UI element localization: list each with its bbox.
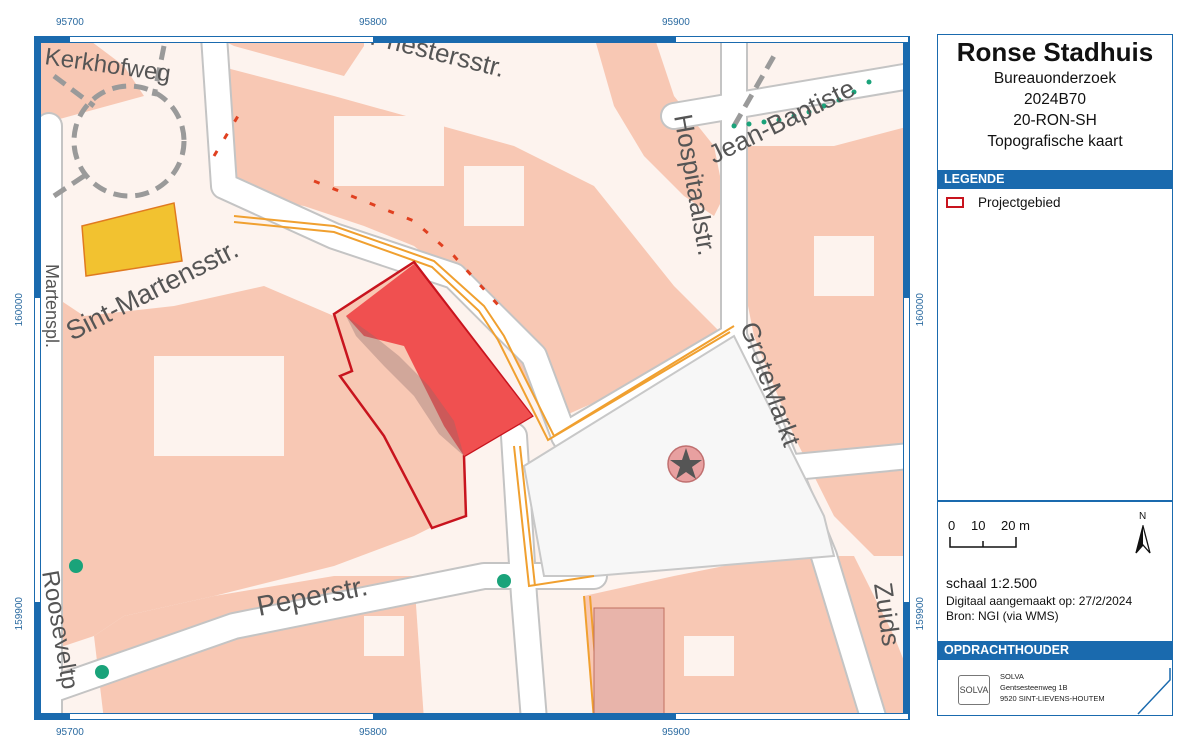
owner-address-1: Gentsesteenweg 1B: [1000, 683, 1068, 692]
owner-address-2: 9520 SINT-LIEVENS-HOUTEM: [1000, 694, 1105, 703]
map-svg: Kerkhofweg Priestersstr. Hospitaalstr. J…: [20, 21, 924, 734]
pink-building: [593, 607, 665, 721]
yellow-building: [81, 202, 183, 277]
project-area-fill: [346, 264, 532, 456]
top-coord-95900: 95900: [662, 17, 690, 28]
map-title: Ronse Stadhuis: [956, 37, 1154, 67]
legend-divider: [938, 500, 1172, 502]
scale-bar: [949, 537, 1017, 548]
owner-box-shape: [1137, 668, 1171, 715]
scale-text: schaal 1:2.500: [946, 575, 1038, 591]
north-label: N: [1139, 511, 1147, 522]
scale-tick-0: 0: [948, 518, 956, 533]
orange-lines: [233, 215, 735, 721]
north-arrow-icon: [1135, 525, 1151, 554]
bottom-coord-95900: 95900: [662, 727, 690, 738]
owner-info: SOLVA Gentsesteenweg 1B 9520 SINT-LIEVEN…: [1000, 671, 1105, 704]
dashed-paths: [52, 45, 777, 199]
courtyards: [154, 116, 874, 676]
map-canvas[interactable]: Kerkhofweg Priestersstr. Hospitaalstr. J…: [20, 21, 924, 734]
legend-panel: Ronse Stadhuis Bureauonderzoek 2024B70 2…: [937, 34, 1173, 716]
right-coord-159900: 159900: [915, 597, 926, 631]
owner-header: OPDRACHTHOUDER: [938, 641, 1172, 660]
legend-item-label: Projectgebied: [978, 195, 1061, 210]
subtitle-line-1: Bureauonderzoek: [993, 70, 1117, 87]
bottom-coord-95700: 95700: [56, 727, 84, 738]
top-coord-95800: 95800: [359, 17, 387, 28]
green-dots-line: [731, 79, 872, 129]
bottom-coord-95800: 95800: [359, 727, 387, 738]
star-monument-icon: [667, 445, 705, 483]
legend-header: LEGENDE: [938, 170, 1172, 189]
source-text: Bron: NGI (via WMS): [946, 609, 1059, 623]
scale-tick-10: 10: [971, 518, 986, 533]
subtitle-line-2: 2024B70: [1023, 91, 1087, 108]
subtitle-line-3: 20-RON-SH: [1013, 112, 1097, 129]
left-coord-160000: 160000: [14, 293, 25, 327]
solva-logo: SOLVA: [958, 675, 990, 705]
right-coord-160000: 160000: [915, 293, 926, 327]
subtitle-line-4: Topografische kaart: [987, 133, 1123, 150]
owner-name: SOLVA: [1000, 672, 1024, 681]
label-martenspl: Martenspl.: [42, 264, 62, 348]
created-text: Digitaal aangemaakt op: 27/2/2024: [946, 594, 1133, 608]
tree-markers: [69, 559, 511, 679]
project-building-shadow: [346, 316, 464, 456]
top-coord-95700: 95700: [56, 17, 84, 28]
projectgebied-swatch-icon: [946, 197, 964, 208]
frame-tick-gaps: [35, 37, 909, 719]
left-coord-159900: 159900: [14, 597, 25, 631]
scale-tick-20: 20 m: [1001, 518, 1030, 533]
legend-item-projectgebied: Projectgebied: [946, 195, 1061, 210]
